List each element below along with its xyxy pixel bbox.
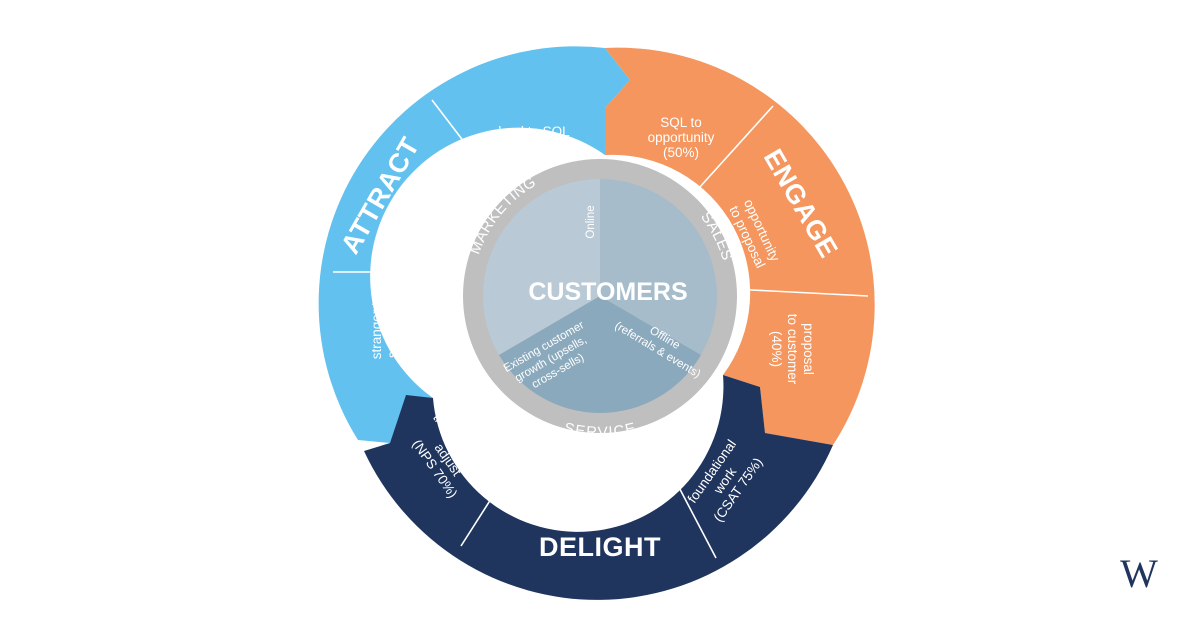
ring-label-service: SERVICE — [562, 420, 637, 441]
inner-sector-online — [483, 179, 600, 355]
segment-subscriber: subscriber to lead (30%) — [403, 172, 470, 248]
segment-line: to customer — [785, 314, 800, 385]
delight-wedge — [364, 375, 833, 600]
segment-line: (40%) — [769, 331, 784, 367]
brand-logo: W — [1120, 551, 1158, 596]
segment-line: opportunity — [648, 130, 715, 145]
segment-line: SQL to — [660, 115, 702, 130]
inner-sector-offline — [600, 179, 717, 355]
segment-line: roadmaps & GDD — [544, 484, 651, 499]
attract-wedge — [318, 46, 630, 443]
segment-dividers — [333, 99, 869, 559]
segment-sql: SQL to opportunity (50%) — [648, 115, 715, 160]
center-title: CUSTOMERS — [528, 278, 687, 306]
segment-line: (50%) — [663, 145, 699, 160]
segment-stranger: stranger to subscriber (2%) — [369, 295, 416, 360]
segment-lead: lead to SQL (25%) — [498, 124, 570, 155]
segment-line: subscriber — [385, 295, 400, 358]
inner-label-online: Online — [585, 205, 597, 238]
inner-sectors — [483, 179, 717, 413]
segment-line: stranger to — [369, 295, 384, 360]
segment-line: proposal — [801, 323, 816, 375]
segment-line: (CSAT 75%) — [560, 500, 635, 515]
segment-ongoing: ongoing program, roadmaps & GDD (CSAT 75… — [544, 468, 651, 515]
engage-wedge — [605, 47, 875, 445]
segment-line: (2%) — [401, 313, 416, 342]
segment-line: ongoing program, — [544, 468, 650, 483]
phase-label-delight: DELIGHT — [539, 532, 661, 562]
segment-proposal: proposal to customer (40%) — [769, 314, 816, 385]
segment-line: (25%) — [516, 140, 552, 155]
segment-opportunity: opportunity to proposal (75%) — [718, 197, 782, 271]
segment-line: lead to SQL — [498, 124, 570, 139]
inner-sector-existing — [499, 296, 701, 413]
